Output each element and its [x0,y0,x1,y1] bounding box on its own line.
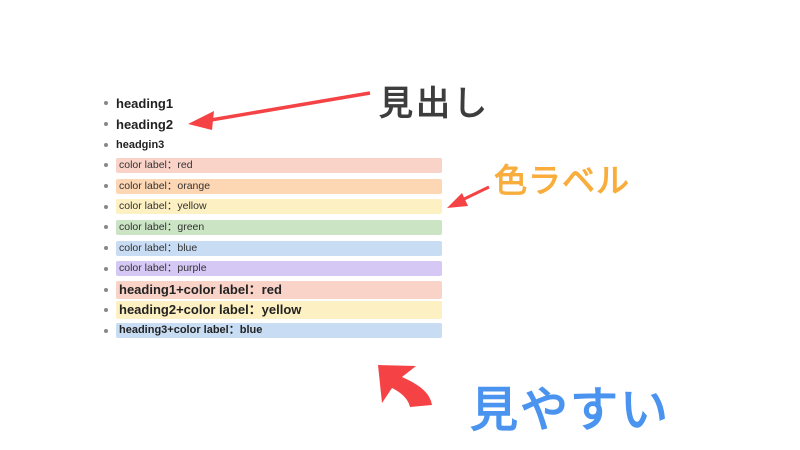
item-text: heading2+color label：yellow [116,301,442,320]
list-item-color-blue[interactable]: color label：blue [104,238,444,259]
readable-annotation: 見やすい [470,382,671,438]
list-item-heading3[interactable]: headgin3 [104,134,444,155]
list-item-color-red[interactable]: color label：red [104,155,444,176]
bullet-list: heading1 heading2 headgin3 color label：r… [104,93,444,341]
bullet-dot-icon[interactable] [104,246,108,251]
bullet-dot-icon[interactable] [104,142,108,147]
item-text: color label：orange [116,178,442,194]
item-text: heading2 [116,116,174,132]
list-item-color-purple[interactable]: color label：purple [104,259,444,280]
item-text: color label：green [116,219,442,235]
item-text: headgin3 [116,138,165,151]
list-item-heading1-red[interactable]: heading1+color label：red [104,279,444,300]
item-text: color label：red [116,157,442,173]
list-item-heading3-blue[interactable]: heading3+color label：blue [104,321,444,342]
bullet-dot-icon[interactable] [104,266,108,271]
list-item-color-orange[interactable]: color label：orange [104,176,444,197]
list-item-heading1[interactable]: heading1 [104,93,444,114]
bullet-dot-icon[interactable] [104,163,108,168]
arrow-to-color-labels-icon [447,185,490,208]
item-text: color label：yellow [116,199,442,215]
color-label-annotation: 色ラベル [494,161,630,200]
list-item-color-yellow[interactable]: color label：yellow [104,196,444,217]
bullet-dot-icon[interactable] [104,184,108,189]
heading-annotation: 見出し [379,84,490,124]
bullet-dot-icon[interactable] [104,287,108,292]
arrow-to-headings-icon [188,91,371,130]
list-item-heading2-yellow[interactable]: heading2+color label：yellow [104,300,444,321]
item-text: color label：purple [116,261,442,277]
bullet-dot-icon[interactable] [104,204,108,209]
bullet-dot-icon[interactable] [104,328,108,333]
item-text: heading1 [116,95,174,111]
bullet-dot-icon[interactable] [104,225,108,230]
bullet-dot-icon[interactable] [104,122,108,127]
list-item-heading2[interactable]: heading2 [104,114,444,135]
bullet-dot-icon[interactable] [104,101,108,106]
list-item-color-green[interactable]: color label：green [104,217,444,238]
item-text: heading1+color label：red [116,280,442,299]
bullet-dot-icon[interactable] [104,308,108,313]
item-text: heading3+color label：blue [116,323,442,339]
item-text: color label：blue [116,240,442,256]
arrow-to-list-icon [378,365,432,407]
